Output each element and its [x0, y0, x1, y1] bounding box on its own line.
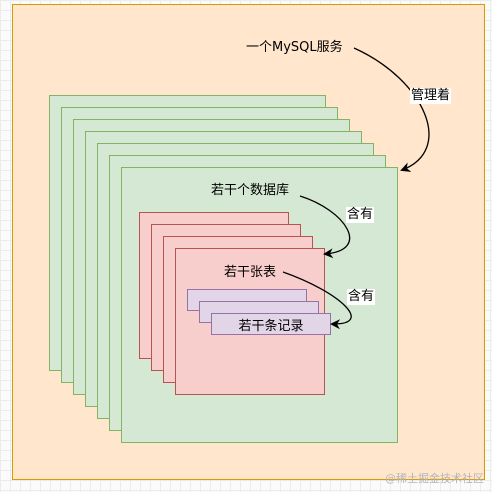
- manages-arrow: [353, 47, 430, 172]
- edge-label-manages: 管理着: [410, 88, 452, 104]
- service-label: 一个MySQL服务: [246, 40, 343, 55]
- record-label: 若干条记录: [238, 318, 304, 334]
- contains-arrow-database: [299, 195, 351, 259]
- contains-arrow-table: [282, 271, 352, 330]
- watermark: @稀土掘金技术社区: [385, 472, 484, 485]
- table-label: 若干张表: [224, 265, 277, 280]
- edge-label-contains-database: 含有: [346, 207, 375, 223]
- database-label: 若干个数据库: [211, 183, 290, 198]
- edge-label-contains-table: 含有: [347, 289, 376, 305]
